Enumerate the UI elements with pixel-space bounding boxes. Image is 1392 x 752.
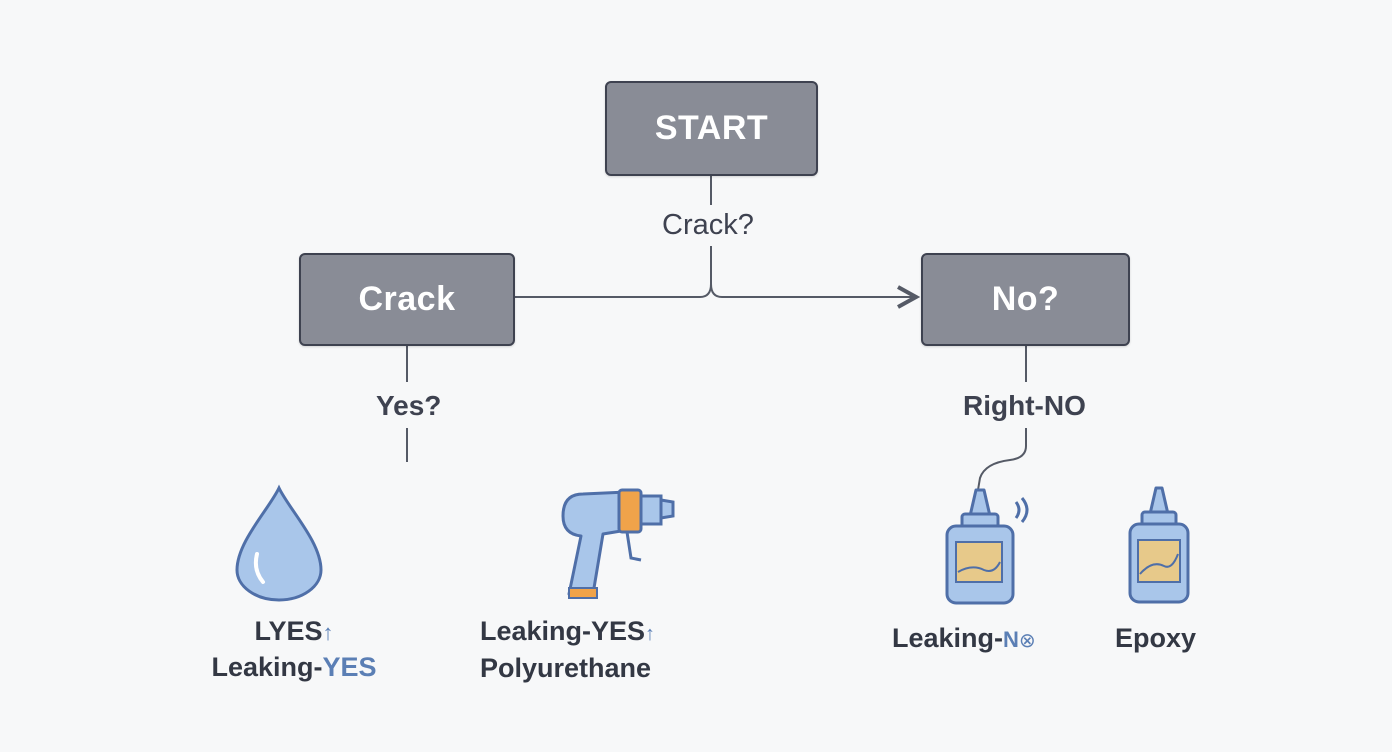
drop-caption-arrow: ↑ <box>322 620 334 645</box>
bottle1-caption: Leaking-N⊗ <box>892 621 1036 658</box>
drop-caption-lyes: LYES <box>254 616 323 646</box>
bottle1-caption-leaking: Leaking- <box>892 623 1004 653</box>
split-curve-right <box>710 283 723 298</box>
bottle-icon <box>945 488 1029 605</box>
gun-caption: Leaking-YES↑ Polyurethane <box>480 614 655 685</box>
gun-caption-line1: Leaking-YES↑ <box>480 614 655 651</box>
drop-caption-line2: Leaking-YES <box>189 650 399 684</box>
gun-caption-arrow: ↑ <box>645 623 656 645</box>
bottle-icon <box>1128 486 1190 604</box>
crack-question-label: Crack? <box>662 209 754 241</box>
yes-question-label: Yes? <box>376 390 442 421</box>
start-node: START <box>605 81 818 176</box>
drop-caption-leaking: Leaking- <box>211 652 323 682</box>
injection-gun-icon <box>561 488 675 599</box>
no-node: No? <box>921 253 1130 346</box>
water-drop-icon <box>235 484 323 602</box>
right-no-label: Right-NO <box>963 390 1086 421</box>
split-curve-left <box>699 283 712 298</box>
drop-caption-yes: YES <box>322 652 377 682</box>
gun-caption-polyurethane: Polyurethane <box>480 653 652 683</box>
right-no-curve <box>977 428 1027 491</box>
bottle1-caption-glyph: ⊗ <box>1018 630 1036 652</box>
epoxy-caption: Epoxy <box>1115 623 1197 653</box>
drop-caption-line1: LYES↑ <box>189 614 399 650</box>
bottle1-caption-n: N <box>1003 627 1019 652</box>
gun-caption-leaking-yes: Leaking-YES <box>480 616 646 646</box>
drop-caption: LYES↑ Leaking-YES <box>189 614 399 684</box>
crack-node: Crack <box>299 253 515 346</box>
